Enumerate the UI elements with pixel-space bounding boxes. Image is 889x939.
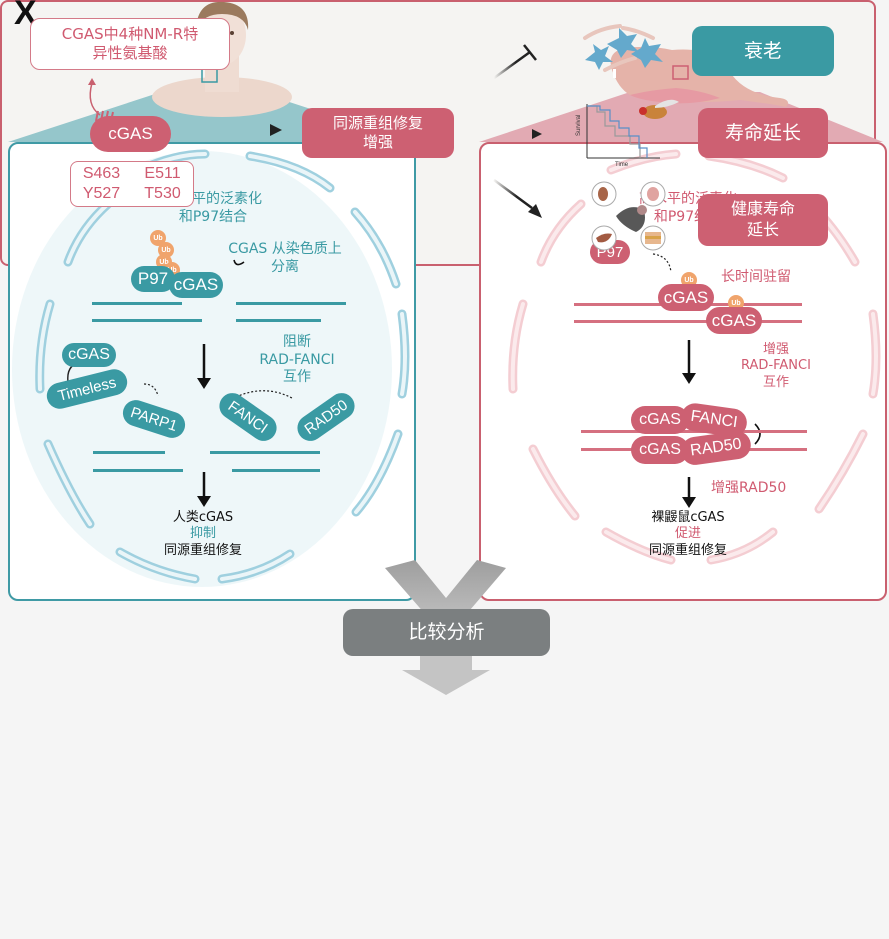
- senescent-cells-icon: [583, 24, 663, 72]
- cgas-protein: cGAS: [62, 343, 116, 367]
- residue: S463: [82, 165, 121, 183]
- curved-arrow: [88, 78, 114, 121]
- hr-enhanced-box: 同源重组修复增强: [302, 108, 454, 158]
- interaction-arrow: [652, 253, 672, 273]
- rad50-enhance-arrow: [754, 423, 761, 445]
- cgas-protein: cGAS: [658, 284, 714, 311]
- fly-icon: [639, 99, 679, 119]
- interaction-arrow: [143, 383, 159, 397]
- promote-arrow: [493, 178, 533, 210]
- cgas-protein: cGAS: [169, 272, 223, 298]
- dna-strand: [236, 302, 346, 305]
- outcome-senescence: 衰老: [692, 26, 834, 76]
- dna-strand: [232, 469, 320, 472]
- interaction-arrow: [235, 390, 293, 399]
- dna-strand: [93, 469, 183, 472]
- cgas-protein: cGAS: [90, 116, 171, 152]
- residue-list: S463 E511 Y527 T530: [70, 161, 194, 207]
- naked-mole-rat-illustration: [610, 46, 788, 107]
- dna-strand: [581, 430, 807, 433]
- amino-acid-box: CGAS中4种NM-R特异性氨基酸: [30, 18, 230, 70]
- outcome-lifespan: 寿命延长: [698, 108, 828, 158]
- merge-arrow: [385, 560, 506, 695]
- detach-text: CGAS 从染色质上分离: [228, 241, 342, 275]
- outcome-healthspan: 健康寿命 延长: [698, 194, 828, 246]
- mole-rat-zoom-marker: [672, 65, 689, 80]
- human-nucleus: [12, 149, 410, 587]
- dna-strand: [210, 451, 320, 454]
- residue: E511: [144, 165, 181, 183]
- summary-panel: CGAS中4种NM-R特异性氨基酸 cGAS S463 E511 Y527 T5…: [0, 0, 876, 266]
- residue: T530: [144, 185, 181, 203]
- cgas-protein: cGAS: [631, 406, 689, 434]
- enhance-rad50-text: 增强RAD50: [711, 480, 787, 496]
- dna-strand: [92, 319, 202, 322]
- cgas-protein: cGAS: [706, 307, 762, 334]
- p97-protein: P97: [131, 266, 175, 292]
- dna-strand: [92, 302, 182, 305]
- retention-text: 长时间驻留: [721, 269, 791, 285]
- detach-arrow: [233, 259, 245, 266]
- mole-rat-cell-panel: 高水平的泛素化和P97结合 P97 Ub cGAS Ub cGAS 长时间驻留 …: [479, 142, 887, 601]
- comparison-banner: 比较分析: [343, 609, 550, 656]
- mole-rat-nucleus: [508, 149, 881, 565]
- survival-xlabel: Time: [615, 162, 629, 168]
- cgas-protein: cGAS: [631, 436, 689, 464]
- arrow-to-hr: [204, 124, 282, 136]
- residue: Y527: [82, 185, 121, 203]
- mouse-organs-icon: [591, 181, 666, 251]
- survival-curve-fly-icon: Survival Time: [576, 99, 679, 168]
- survival-ylabel: Survival: [576, 115, 582, 136]
- dna-strand: [236, 319, 321, 322]
- mole-rat-outcome-text: 裸鼹鼠cGAS 促进 同源重组修复: [648, 510, 727, 558]
- outcome-arrows: [493, 44, 542, 218]
- inhibit-arrow: [493, 50, 531, 80]
- human-outcome-text: 人类cGAS 抑制 同源重组修复: [163, 510, 242, 558]
- dna-strand: [93, 451, 165, 454]
- dna-strand: [574, 320, 802, 323]
